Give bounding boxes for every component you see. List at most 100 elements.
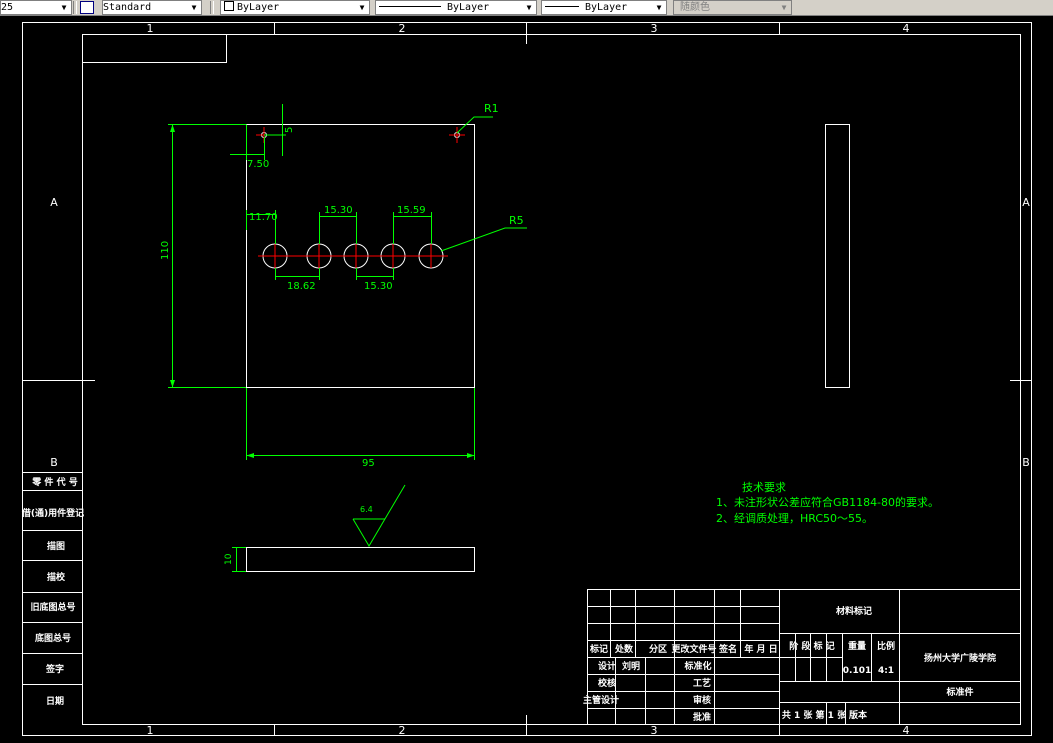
row-label: B (50, 456, 58, 469)
col-label: 3 (651, 724, 658, 737)
dropdown-arrow-icon[interactable]: ▼ (526, 3, 532, 12)
row-label: B (1022, 456, 1030, 469)
dropdown-arrow-icon[interactable]: ▼ (61, 3, 67, 12)
part-side-view[interactable] (825, 124, 850, 388)
lineweight-value: ByLayer (585, 2, 628, 13)
dim-95: 95 (362, 458, 375, 469)
side-table-label: 旧底图总号 (30, 601, 75, 613)
linetype-select[interactable]: ByLayer ▼ (375, 0, 537, 15)
tech-req-line-2: 2、经调质处理，HRC50～55。 (716, 512, 873, 525)
properties-toolbar: 25 ▼ Standard ▼ ByLayer ▼ ByLayer ▼ ByLa… (0, 0, 1053, 16)
company-name: 扬州大学广陵学院 (924, 652, 996, 664)
text-style-value: Standard (103, 2, 152, 13)
linetype-value: ByLayer (447, 2, 490, 13)
side-table-label: 借(通)用件登记 (21, 507, 84, 519)
side-table-label: 描图 (47, 540, 65, 552)
dim-r5: R5 (509, 214, 524, 227)
dim-15-30-bottom: 15.30 (364, 281, 393, 292)
border-labels: 1 2 3 4 1 2 3 4 A B A B (50, 22, 1030, 737)
review-label: 审核 (693, 694, 711, 706)
plotstyle-value: 随颜色 (680, 2, 710, 13)
tech-req-title: 技术要求 (742, 481, 786, 494)
scale-value: 4:1 (878, 666, 894, 676)
lineweight-select[interactable]: ByLayer ▼ (541, 0, 667, 15)
dimstyle-value: 25 (1, 2, 14, 13)
side-table (22, 472, 83, 685)
hole-pattern (256, 127, 465, 269)
text-style-icon[interactable] (80, 1, 94, 14)
tech-req-line-1: 1、未注形状公差应符合GB1184-80的要求。 (716, 495, 939, 509)
designer-name: 刘明 (622, 660, 640, 672)
weight-label: 重量 (848, 640, 866, 652)
dropdown-arrow-icon[interactable]: ▼ (656, 3, 662, 12)
weight-value: 0.101 (843, 666, 871, 676)
roughness-value: 6.4 (360, 505, 373, 514)
sheets-label: 共 1 张 第 1 张 (782, 709, 847, 721)
dim-15-30-top: 15.30 (324, 205, 353, 216)
dim-r1: R1 (484, 102, 499, 115)
col-label: 4 (903, 22, 910, 35)
color-swatch-icon (224, 1, 234, 11)
title-block (587, 589, 1021, 725)
code-box (82, 34, 227, 63)
hdr-mark: 标记 (589, 643, 608, 655)
row-label: A (1022, 196, 1030, 209)
side-table-label: 日期 (46, 695, 64, 707)
dim-15-59: 15.59 (397, 205, 426, 216)
dimension-texts: R1 R5 5 7.50 11.70 15.30 15.59 18.62 15.… (160, 102, 524, 565)
color-select[interactable]: ByLayer ▼ (220, 0, 370, 15)
color-value: ByLayer (237, 2, 280, 13)
dim-5: 5 (284, 127, 295, 133)
col-label: 1 (147, 724, 154, 737)
dim-7-50: 7.50 (247, 159, 269, 170)
scale-label: 比例 (877, 640, 895, 652)
hdr-sign: 签名 (718, 643, 737, 655)
standardize-label: 标准化 (683, 660, 711, 672)
side-table-label: 零 件 代 号 (31, 476, 77, 488)
lineweight-sample-icon (545, 6, 579, 7)
col-label: 1 (147, 22, 154, 35)
col-label: 4 (903, 724, 910, 737)
hdr-zone: 分区 (649, 643, 667, 655)
part-name: 标准件 (945, 686, 973, 698)
col-label: 3 (651, 22, 658, 35)
part-top-view[interactable] (246, 547, 475, 572)
side-table-label: 描校 (47, 571, 66, 583)
text-style-select[interactable]: Standard ▼ (102, 0, 202, 15)
col-label: 2 (399, 22, 406, 35)
side-table-label: 签字 (45, 663, 64, 675)
toolbar-separator (210, 1, 214, 14)
design-label: 设计 (598, 660, 616, 672)
side-table-label: 底图总号 (35, 632, 71, 644)
dim-18-62: 18.62 (287, 281, 316, 292)
side-table-labels: 零 件 代 号 借(通)用件登记 描图 描校 旧底图总号 底图总号 签字 日期 (21, 476, 84, 707)
dim-110: 110 (160, 241, 171, 260)
hdr-date: 年 月 日 (744, 643, 777, 655)
dropdown-arrow-icon[interactable]: ▼ (781, 3, 787, 12)
drawing-canvas[interactable]: 1 2 3 4 1 2 3 4 A B A B 零 件 代 号 借(通)用件登记… (0, 16, 1053, 743)
stage-label: 阶 段 标 记 (789, 640, 834, 652)
approve-label: 批准 (693, 711, 711, 723)
dimstyle-select[interactable]: 25 ▼ (0, 0, 72, 15)
dim-11-70: 11.70 (249, 212, 278, 223)
hdr-count: 处数 (614, 643, 634, 655)
process-label: 工艺 (693, 677, 711, 689)
material-label: 材料标记 (835, 605, 872, 617)
dimension-arrows (170, 124, 475, 458)
dim-10: 10 (224, 553, 234, 565)
row-label: A (50, 196, 58, 209)
chief-design-label: 主管设计 (583, 694, 619, 706)
version-label: 版本 (848, 709, 868, 721)
dimension-lines (168, 104, 527, 572)
technical-requirements: 技术要求 1、未注形状公差应符合GB1184-80的要求。 2、经调质处理，HR… (716, 481, 939, 525)
dropdown-arrow-icon[interactable]: ▼ (191, 3, 197, 12)
title-block-texts: 材料标记 标记 处数 分区 更改文件号 签名 年 月 日 设计 刘明 标准化 校… (583, 605, 996, 723)
dropdown-arrow-icon[interactable]: ▼ (359, 3, 365, 12)
toolbar-separator (73, 1, 77, 14)
drawing-border (22, 22, 1032, 736)
linetype-sample-icon (379, 6, 441, 7)
plotstyle-select[interactable]: 随颜色 ▼ (673, 0, 792, 15)
check-label: 校核 (598, 677, 616, 689)
hdr-doc: 更改文件号 (671, 643, 716, 655)
part-front-view[interactable] (246, 124, 475, 388)
